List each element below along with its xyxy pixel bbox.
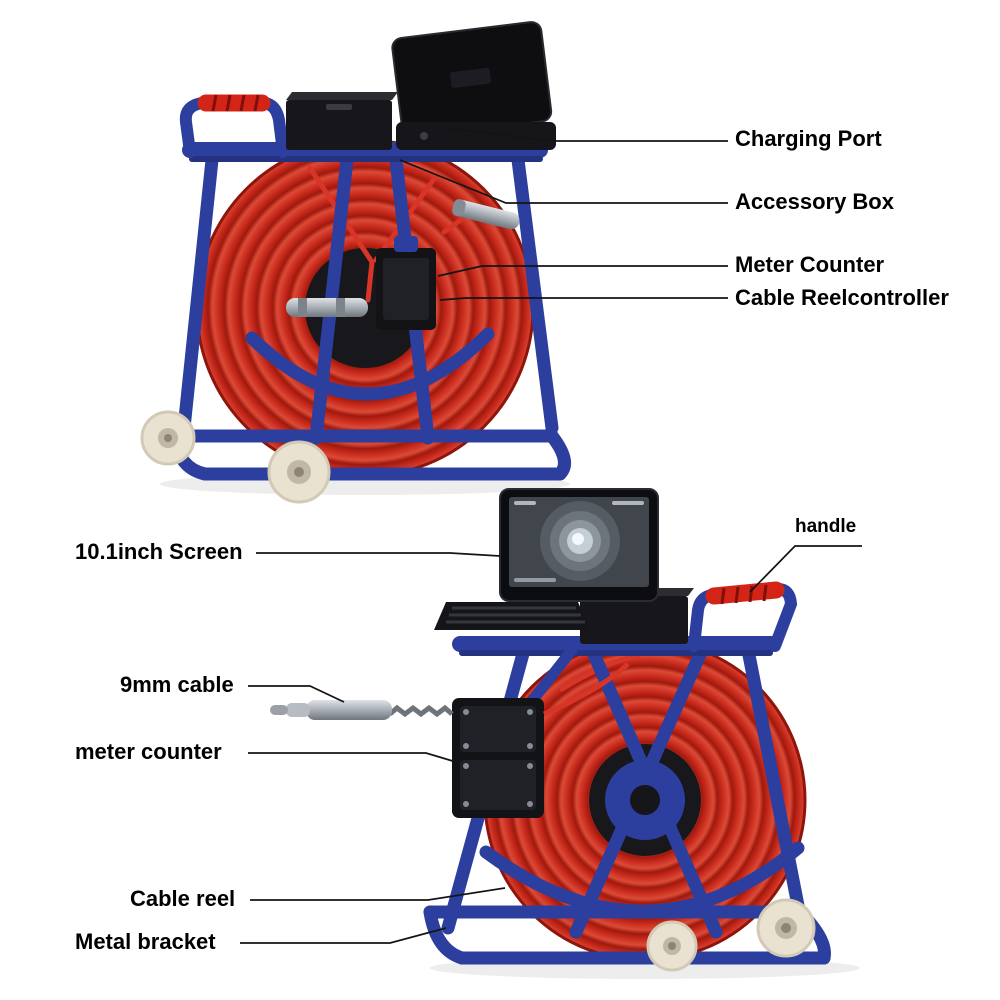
meter-counter-box-top [376,236,436,330]
wheels-bottom [646,898,816,972]
monitor-lid-top [391,21,553,139]
leader-metal-bracket [240,927,447,944]
cable-9mm-bottom [270,662,630,720]
tray-top [182,142,548,162]
leader-screen [256,552,501,557]
product-bottom-illustration [270,488,860,979]
camera-head-top [286,298,368,317]
tray-bottom [452,636,780,656]
callout-charging-port: Charging Port [735,126,882,151]
leader-cable-reelcontroller [439,297,728,301]
leader-handle [749,545,862,593]
callout-meter-counter-top: Meter Counter [735,252,885,277]
handle-top [179,94,289,158]
callout-meter-counter-bottom: meter counter [75,739,222,764]
leader-charging-port [447,127,728,142]
callout-metal-bracket: Metal bracket [75,929,216,954]
callout-handle: handle [795,516,857,537]
keyboard-bottom [434,602,590,630]
product-top-illustration [140,21,571,504]
charging-port-dot [420,132,428,140]
handle-bottom [688,581,798,652]
meter-counter-box-bottom [452,698,544,818]
leader-cable-reel [250,887,506,901]
callout-screen: 10.1inch Screen [75,539,243,564]
wheels-top [140,410,331,504]
callout-accessory-box: Accessory Box [735,189,894,214]
leader-meter-counter-top [437,265,728,277]
callout-9mm-cable: 9mm cable [120,672,234,697]
leader-accessory-box [399,159,728,204]
reel-hub-bottom [605,760,685,840]
monitor-screen-bottom [499,488,659,602]
monitor-base-top [396,122,556,150]
mount-tube-bottom [522,644,578,712]
leader-meter-counter-bottom [248,752,457,763]
accessory-box-top [286,92,398,150]
leader-9mm-cable [248,685,345,703]
leader-lines [240,127,862,944]
callout-cable-reel: Cable reel [130,886,236,911]
callout-cable-reelcontroller: Cable Reelcontroller [735,285,949,310]
cable-connector-top [452,199,520,230]
